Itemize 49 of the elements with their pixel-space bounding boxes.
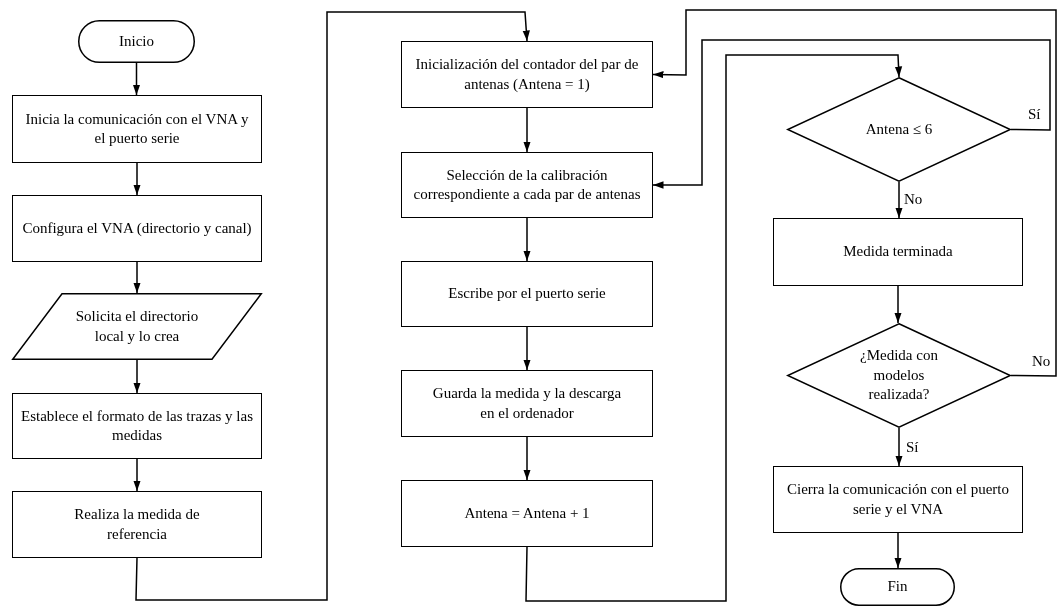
- arrow: [523, 107, 531, 153]
- arrow: [133, 458, 141, 492]
- node-text: Inicia la comunicación con el VNA y el puerto serie: [24, 109, 250, 148]
- input-output-parallelogram: [12, 293, 262, 360]
- node-text: Guarda la medida y la descarga en el ordenador: [431, 384, 623, 423]
- arrow: [135, 11, 530, 601]
- node-text: ¿Medida con modelos realizada?: [859, 346, 939, 405]
- node-text: Realiza la medida de referencia: [73, 505, 201, 544]
- process-box: [12, 491, 262, 558]
- node-text: Inicialización del contador del par de antenas (Antena = 1): [414, 55, 640, 94]
- arrow: [132, 62, 141, 96]
- node-text: Escribe por el puerto serie: [448, 284, 606, 304]
- node-text: Configura el VNA (directorio y canal): [22, 218, 252, 238]
- process-box: [401, 152, 653, 218]
- node-text: Solicita el directorio local y lo crea: [74, 307, 200, 346]
- arrow: [133, 162, 141, 196]
- process-box: [401, 261, 653, 327]
- arrow: [652, 9, 1057, 377]
- process-box: [12, 95, 262, 163]
- arrow: [894, 532, 902, 569]
- process-box: [401, 480, 653, 547]
- process-box: [12, 195, 262, 262]
- node-text: Establece el formato de las trazas y las medidas: [21, 406, 253, 445]
- arrow: [523, 436, 531, 481]
- node-text: Selección de la calibración correspondiente a cada par de antenas: [412, 165, 642, 204]
- arrow: [133, 359, 141, 394]
- arrow: [895, 181, 903, 219]
- arrow: [894, 285, 902, 324]
- node-text: Inicio: [119, 31, 154, 51]
- process-box: [401, 41, 653, 108]
- node-text: Antena ≤ 6: [865, 119, 933, 139]
- arrow: [523, 326, 531, 371]
- node-text: Medida terminada: [843, 242, 953, 262]
- arrow: [652, 39, 1051, 189]
- node-text: Fin: [887, 577, 908, 597]
- arrow: [525, 54, 903, 602]
- terminal-shape: [78, 20, 195, 63]
- arrow: [133, 261, 141, 294]
- process-box: [12, 393, 262, 459]
- node-text: Antena = Antena + 1: [464, 503, 590, 523]
- arrow: [895, 427, 903, 467]
- decision-diamond: [787, 77, 1011, 182]
- process-box: [773, 466, 1023, 533]
- process-box: [401, 370, 653, 437]
- node-text: Cierra la comunicación con el puerto serie y el VNA: [786, 480, 1010, 519]
- decision-diamond: [787, 323, 1011, 428]
- arrow: [523, 217, 531, 262]
- process-box: [773, 218, 1023, 286]
- terminal-shape: [840, 568, 955, 606]
